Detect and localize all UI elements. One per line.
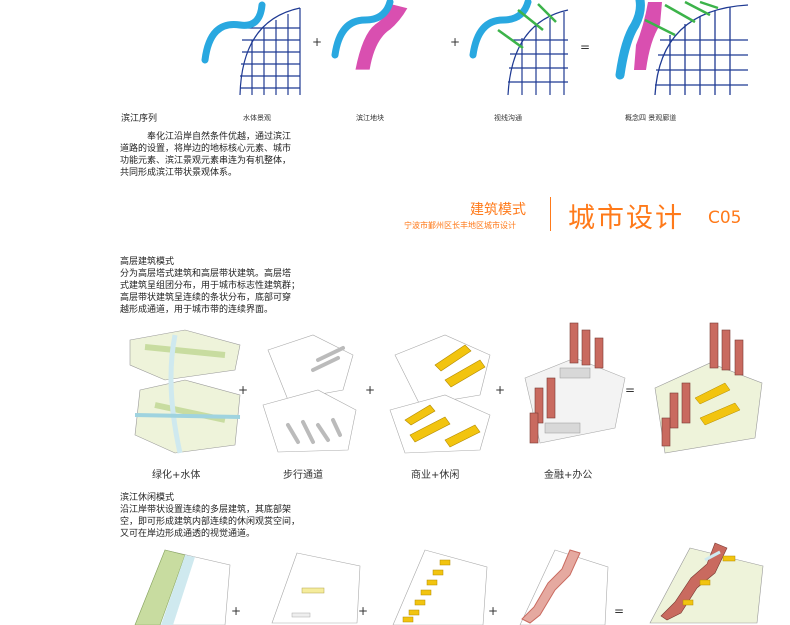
- highrise-line-1: 分为高层塔式建筑和高层带状建筑。高层塔: [120, 268, 291, 280]
- concept-result-diagram: [600, 0, 750, 100]
- row1-plus-2: +: [450, 35, 460, 49]
- riverside-commercial-diagram: [385, 545, 490, 625]
- label-finance: 金融+办公: [544, 466, 592, 481]
- riverside-title: 滨江休闲模式: [120, 492, 174, 504]
- finance-office-diagram: [515, 318, 630, 458]
- highrise-line-2: 式建筑呈组团分布，用于城市标志性建筑群；: [120, 280, 300, 292]
- row2-equals: =: [625, 383, 635, 397]
- riverside-line-1: 沿江岸带状设置连续的多层建筑，其底部架: [120, 504, 291, 516]
- intro-line-4: 共同形成滨江带状景观体系。: [120, 167, 237, 179]
- riverside-buildings-diagram: [510, 545, 610, 625]
- sightline-diagram: [468, 0, 578, 100]
- project-subtitle: 宁波市鄞州区长丰地区城市设计: [404, 220, 516, 231]
- label-concept-four: 概念四 景观廊道: [625, 113, 676, 123]
- intro-title: 滨江序列: [121, 113, 157, 125]
- row2-plus-3: +: [495, 383, 505, 397]
- riverside-walkway-diagram: [262, 548, 362, 623]
- label-commercial: 商业+休闲: [411, 466, 459, 481]
- riverside-blocks-diagram: [330, 0, 440, 100]
- row1-equals: =: [580, 40, 590, 54]
- row3-plus-1: +: [231, 604, 241, 618]
- water-landscape-diagram: [200, 0, 310, 100]
- row3-plus-3: +: [488, 604, 498, 618]
- label-greenery-water: 绿化+水体: [152, 466, 200, 481]
- row2-plus-2: +: [365, 383, 375, 397]
- highrise-title: 高层建筑模式: [120, 256, 174, 268]
- highrise-line-3: 高层带状建筑呈连续的条状分布，底部可穿: [120, 292, 291, 304]
- riverside-result-diagram: [645, 538, 765, 623]
- pedestrian-walkway-diagram: [258, 330, 358, 455]
- section-title: 建筑模式: [470, 199, 526, 219]
- banner-title: 城市设计: [568, 196, 684, 235]
- riverside-line-3: 又可在岸边形成通透的视觉通道。: [120, 528, 255, 540]
- greenery-water-diagram: [125, 325, 245, 455]
- banner-divider: [550, 197, 551, 231]
- label-pedestrian: 步行通道: [283, 466, 323, 481]
- label-riverside-blocks: 滨江地块: [356, 113, 384, 123]
- label-water-landscape: 水体景观: [243, 113, 271, 123]
- riverside-line-2: 空，即可形成建筑内部连续的休闲观赏空间，: [120, 516, 300, 528]
- riverside-greenery-diagram: [125, 545, 235, 625]
- row2-plus-1: +: [238, 383, 248, 397]
- label-sightline: 视线沟通: [494, 113, 522, 123]
- intro-line-3: 功能元素、滨江景观元素串连为有机整体，: [120, 155, 291, 167]
- highrise-result-diagram: [650, 318, 765, 458]
- banner-code: C05: [708, 208, 742, 228]
- row1-plus-1: +: [312, 35, 322, 49]
- intro-line-1: 奉化江沿岸自然条件优越，通过滨江: [147, 131, 291, 143]
- commercial-leisure-diagram: [385, 325, 495, 455]
- intro-line-2: 道路的设置，将岸边的地标核心元素、城市: [120, 143, 291, 155]
- row3-equals: =: [614, 604, 624, 618]
- grid-quarter-circle: [240, 8, 300, 95]
- highrise-line-4: 越形成通道，用于城市带的连续界面。: [120, 304, 273, 316]
- row3-plus-2: +: [358, 604, 368, 618]
